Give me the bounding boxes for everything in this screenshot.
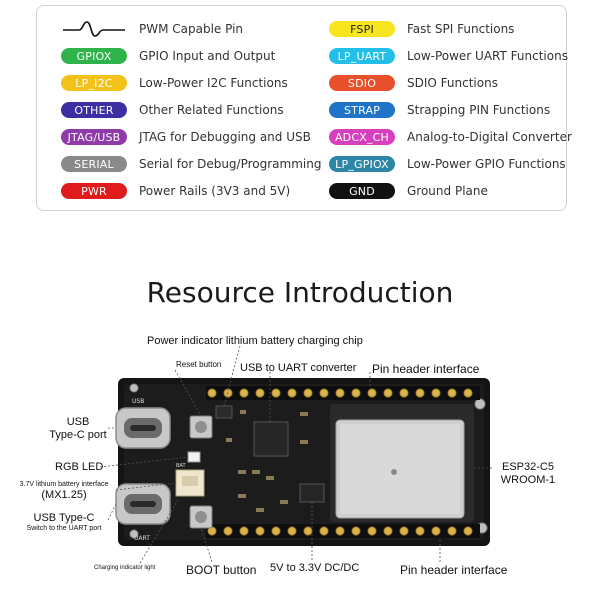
legend-tag: JTAG/USB [61,129,127,145]
callout-pin-header-top: Pin header interface [372,362,480,376]
pin-header-top [206,386,480,400]
pin-legend: PWM Capable Pin GPIOX GPIO Input and Out… [36,5,572,211]
legend-tag: LP_GPIOX [329,156,395,172]
callout-dcdc: 5V to 3.3V DC/DC [270,562,360,574]
callout-pin-header-bottom: Pin header interface [400,563,508,577]
callout-usb-typec-line1: USB [66,416,90,428]
legend-label: Low-Power I2C Functions [139,76,288,90]
legend-label: Analog-to-Digital Converter [407,130,572,144]
pwm-wave-icon [63,21,125,37]
legend-tag: LP_UART [329,48,395,64]
legend-item-serial: SERIAL Serial for Debug/Programming [61,155,321,173]
usb-typec-port [115,407,171,449]
legend-item-adcx-ch: ADCX_CH Analog-to-Digital Converter [329,128,572,146]
smd-components [226,410,308,512]
callout-battery-interface: 3.7V lithium battery interface (MX1.25) [8,481,120,503]
legend-item-gnd: GND Ground Plane [329,182,488,200]
legend-tag: GND [329,183,395,199]
charging-chip [215,405,233,419]
legend-label: Low-Power GPIO Functions [407,157,566,171]
callout-module-line1: ESP32-C5 [502,461,554,473]
legend-tag: STRAP [329,102,395,118]
legend-item-lp-i2c: LP_I2C Low-Power I2C Functions [61,74,288,92]
legend-label: Low-Power UART Functions [407,49,568,63]
legend-item-other: OTHER Other Related Functions [61,101,284,119]
legend-label: SDIO Functions [407,76,498,90]
callout-charging-light: Charging indicator light [94,565,156,571]
usb-uart-chip [253,421,289,457]
legend-tag: LP_I2C [61,75,127,91]
legend-tag: OTHER [61,102,127,118]
dcdc-chip [299,483,325,503]
leader-lines [99,345,492,564]
legend-item-sdio: SDIO SDIO Functions [329,74,498,92]
callout-charging-chip: Power indicator lithium battery charging… [147,335,363,347]
callout-battery-line2: (MX1.25) [41,489,87,502]
legend-label: JTAG for Debugging and USB [139,130,311,144]
callout-rgb-led: RGB LED [55,461,104,473]
legend-tag: GPIOX [61,48,127,64]
callout-usb-typec: USB Type-C port [36,416,120,442]
legend-item-pwm: PWM Capable Pin [61,20,243,38]
callout-usb-typec-line2: Type-C port [49,429,107,442]
legend-tag: SERIAL [61,156,127,172]
callout-boot-button: BOOT button [186,563,257,577]
legend-item-jtag-usb: JTAG/USB JTAG for Debugging and USB [61,128,311,146]
legend-label: Power Rails (3V3 and 5V) [139,184,291,198]
legend-item-gpiox: GPIOX GPIO Input and Output [61,47,275,65]
legend-tag: SDIO [329,75,395,91]
silk-usb-label: USB [132,398,144,405]
callout-usb-uart: USB to UART converter [240,362,357,374]
reset-button [189,415,213,439]
legend-label: Ground Plane [407,184,488,198]
pin-header-bottom [206,524,480,538]
legend-label: Serial for Debug/Programming [139,157,322,171]
callout-usb-switch-line2: Switch to the UART port [26,525,102,533]
usb-uart-typec-port [115,483,171,525]
legend-tag: ADCX_CH [329,129,395,145]
boot-button [189,505,213,529]
esp32-module [330,404,474,522]
section-title: Resource Introduction [146,276,454,309]
legend-label: PWM Capable Pin [139,22,244,36]
legend-label: Other Related Functions [139,103,284,117]
legend-item-lp-gpiox: LP_GPIOX Low-Power GPIO Functions [329,155,566,173]
legend-item-fspi: FSPI Fast SPI Functions [329,20,514,38]
legend-label: Strapping PIN Functions [407,103,551,117]
rgb-led [187,451,201,463]
legend-item-pwr: PWR Power Rails (3V3 and 5V) [61,182,290,200]
legend-tag: PWR [61,183,127,199]
legend-item-lp-uart: LP_UART Low-Power UART Functions [329,47,568,65]
silk-uart-label: UART [134,535,150,542]
legend-tag: FSPI [329,21,395,37]
callout-module: ESP32-C5 WROOM-1 [492,461,564,487]
legend-label: Fast SPI Functions [407,22,515,36]
callout-usb-switch-line1: USB Type-C [33,512,95,524]
callout-module-line2: WROOM-1 [500,474,556,487]
callout-reset-button: Reset button [176,360,222,369]
silk-bat-label: BAT [176,463,186,469]
callout-battery-line1: 3.7V lithium battery interface [19,481,109,488]
legend-label: GPIO Input and Output [139,49,276,63]
legend-item-strap: STRAP Strapping PIN Functions [329,101,550,119]
callout-usb-switch: USB Type-C Switch to the UART port [14,512,114,534]
battery-connector [175,469,205,497]
